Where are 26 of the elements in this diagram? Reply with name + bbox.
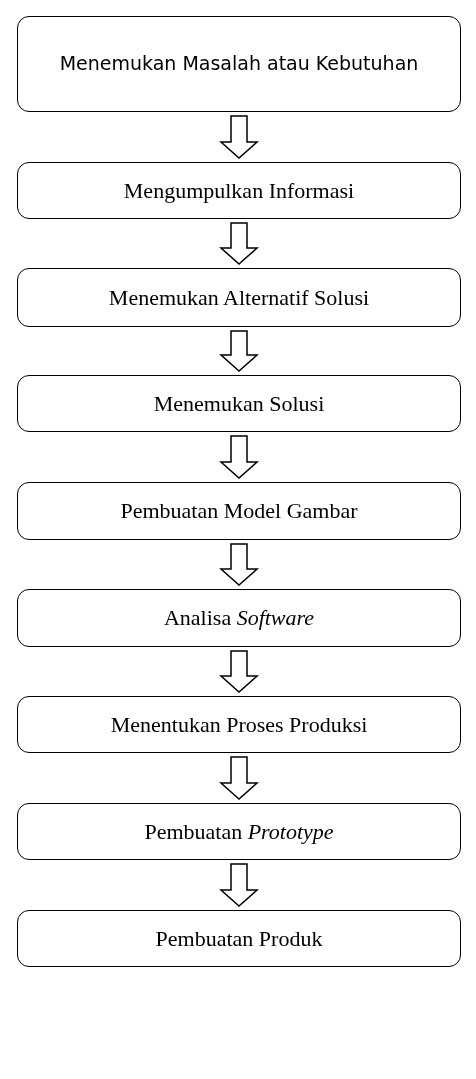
step-label: Analisa Software bbox=[163, 604, 315, 632]
down-arrow bbox=[219, 863, 259, 907]
process-box bbox=[17, 162, 461, 219]
step-label: Menentukan Proses Produksi bbox=[110, 710, 368, 739]
step-label: Mengumpulkan Informasi bbox=[123, 176, 355, 205]
process-box bbox=[17, 268, 461, 327]
process-box bbox=[17, 482, 461, 540]
down-arrow bbox=[219, 650, 259, 693]
step-label: Pembuatan Prototype bbox=[144, 817, 334, 846]
step-label: Menemukan Solusi bbox=[153, 389, 325, 418]
process-box bbox=[17, 696, 461, 753]
step-label: Menemukan Alternatif Solusi bbox=[108, 283, 370, 312]
process-box bbox=[17, 16, 461, 112]
step-label: Pembuatan Model Gambar bbox=[120, 497, 358, 525]
down-arrow bbox=[219, 330, 259, 372]
step-label: Menemukan Masalah atau Kebutuhan bbox=[59, 51, 419, 77]
process-box bbox=[17, 910, 461, 967]
process-box bbox=[17, 803, 461, 860]
down-arrow bbox=[219, 756, 259, 800]
process-box bbox=[17, 589, 461, 647]
down-arrow bbox=[219, 435, 259, 479]
down-arrow bbox=[219, 222, 259, 265]
process-box bbox=[17, 375, 461, 432]
down-arrow bbox=[219, 543, 259, 586]
down-arrow bbox=[219, 115, 259, 159]
step-label: Pembuatan Produk bbox=[155, 924, 323, 953]
